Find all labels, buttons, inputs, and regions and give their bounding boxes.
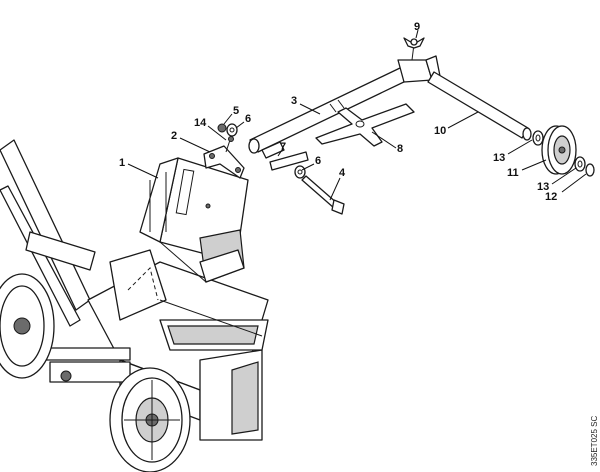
callout-6-upper: 6 — [245, 113, 251, 125]
part-12-clip — [585, 163, 595, 177]
part-14-screw — [225, 136, 234, 153]
handle-bracket — [25, 231, 96, 271]
callout-8: 8 — [397, 143, 403, 155]
part-11-depth-wheel — [541, 125, 577, 175]
part-13-washer-a — [532, 130, 544, 146]
leader-lines — [127, 29, 587, 201]
callout-3: 3 — [291, 95, 297, 107]
callout-14: 14 — [194, 117, 207, 129]
callout-6-lower: 6 — [315, 155, 321, 167]
callout-9: 9 — [414, 21, 420, 33]
part-6-washer-lower — [294, 165, 306, 179]
callout-11: 11 — [507, 167, 519, 179]
part-6-washer-upper — [226, 123, 238, 137]
drawing-code: 335ET025 SC — [590, 416, 599, 466]
edger-frame — [0, 139, 269, 472]
callout-4: 4 — [339, 167, 346, 179]
part-10-axle-tube — [427, 71, 532, 141]
callout-13-b: 13 — [537, 181, 549, 193]
callout-12: 12 — [545, 191, 557, 203]
callout-10: 10 — [434, 125, 446, 137]
part-13-washer-b — [574, 156, 586, 172]
part-4-bolt — [301, 175, 345, 215]
callout-labels: 1 2 3 4 5 6 6 7 8 9 10 13 11 13 12 14 — [119, 21, 557, 203]
part-7-rod — [269, 151, 309, 171]
part-1-bracket-housing — [139, 157, 249, 283]
callout-13-a: 13 — [493, 152, 505, 164]
part-5-nut — [217, 123, 227, 133]
callout-1: 1 — [119, 157, 125, 169]
callout-5: 5 — [233, 105, 239, 117]
callout-2: 2 — [171, 130, 177, 142]
part-8-cross-plate — [315, 103, 415, 147]
callout-7: 7 — [280, 141, 286, 153]
